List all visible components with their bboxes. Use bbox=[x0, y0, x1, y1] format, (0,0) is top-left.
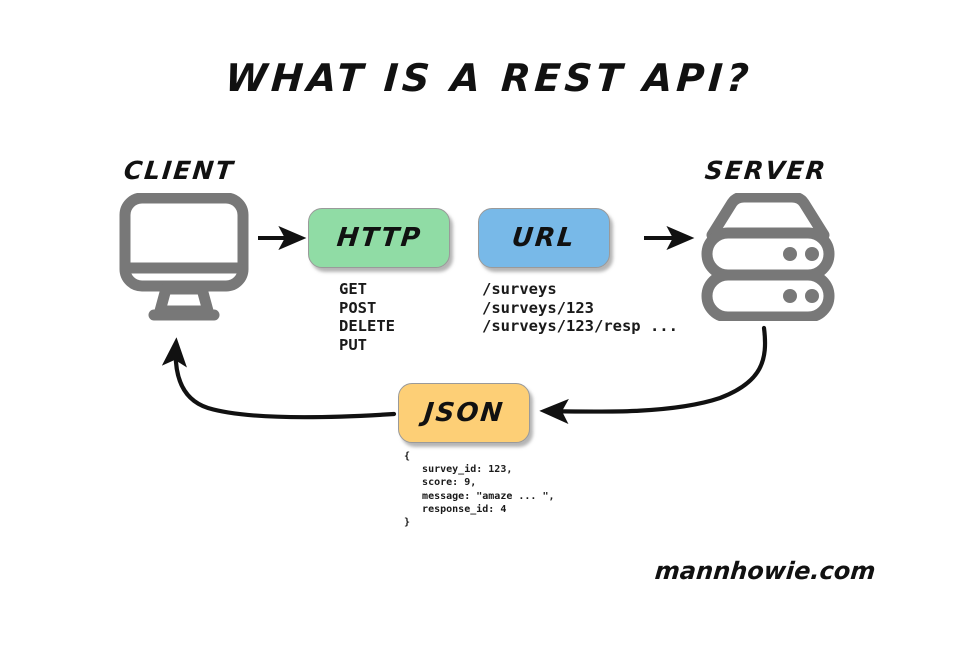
http-methods-list: GET POST DELETE PUT bbox=[339, 280, 395, 354]
page-title: WHAT IS A REST API? bbox=[223, 56, 755, 100]
watermark: mannhowie.com bbox=[653, 557, 877, 585]
server-rack-icon bbox=[700, 191, 836, 323]
url-node-label: URL bbox=[510, 223, 578, 253]
http-node[interactable]: HTTP bbox=[308, 208, 450, 268]
desktop-monitor-icon bbox=[118, 192, 250, 321]
server-label: SERVER bbox=[703, 156, 829, 185]
url-paths-list: /surveys /surveys/123 /surveys/123/resp … bbox=[482, 280, 678, 335]
json-node[interactable]: JSON bbox=[398, 383, 530, 443]
arrow-json-to-client bbox=[161, 337, 397, 420]
json-node-label: JSON bbox=[422, 398, 506, 428]
client-label: CLIENT bbox=[122, 156, 237, 185]
json-payload-text: { survey_id: 123, score: 9, message: "am… bbox=[404, 451, 555, 529]
http-node-label: HTTP bbox=[334, 223, 424, 253]
url-node[interactable]: URL bbox=[478, 208, 610, 268]
arrow-server-to-json bbox=[539, 325, 768, 425]
